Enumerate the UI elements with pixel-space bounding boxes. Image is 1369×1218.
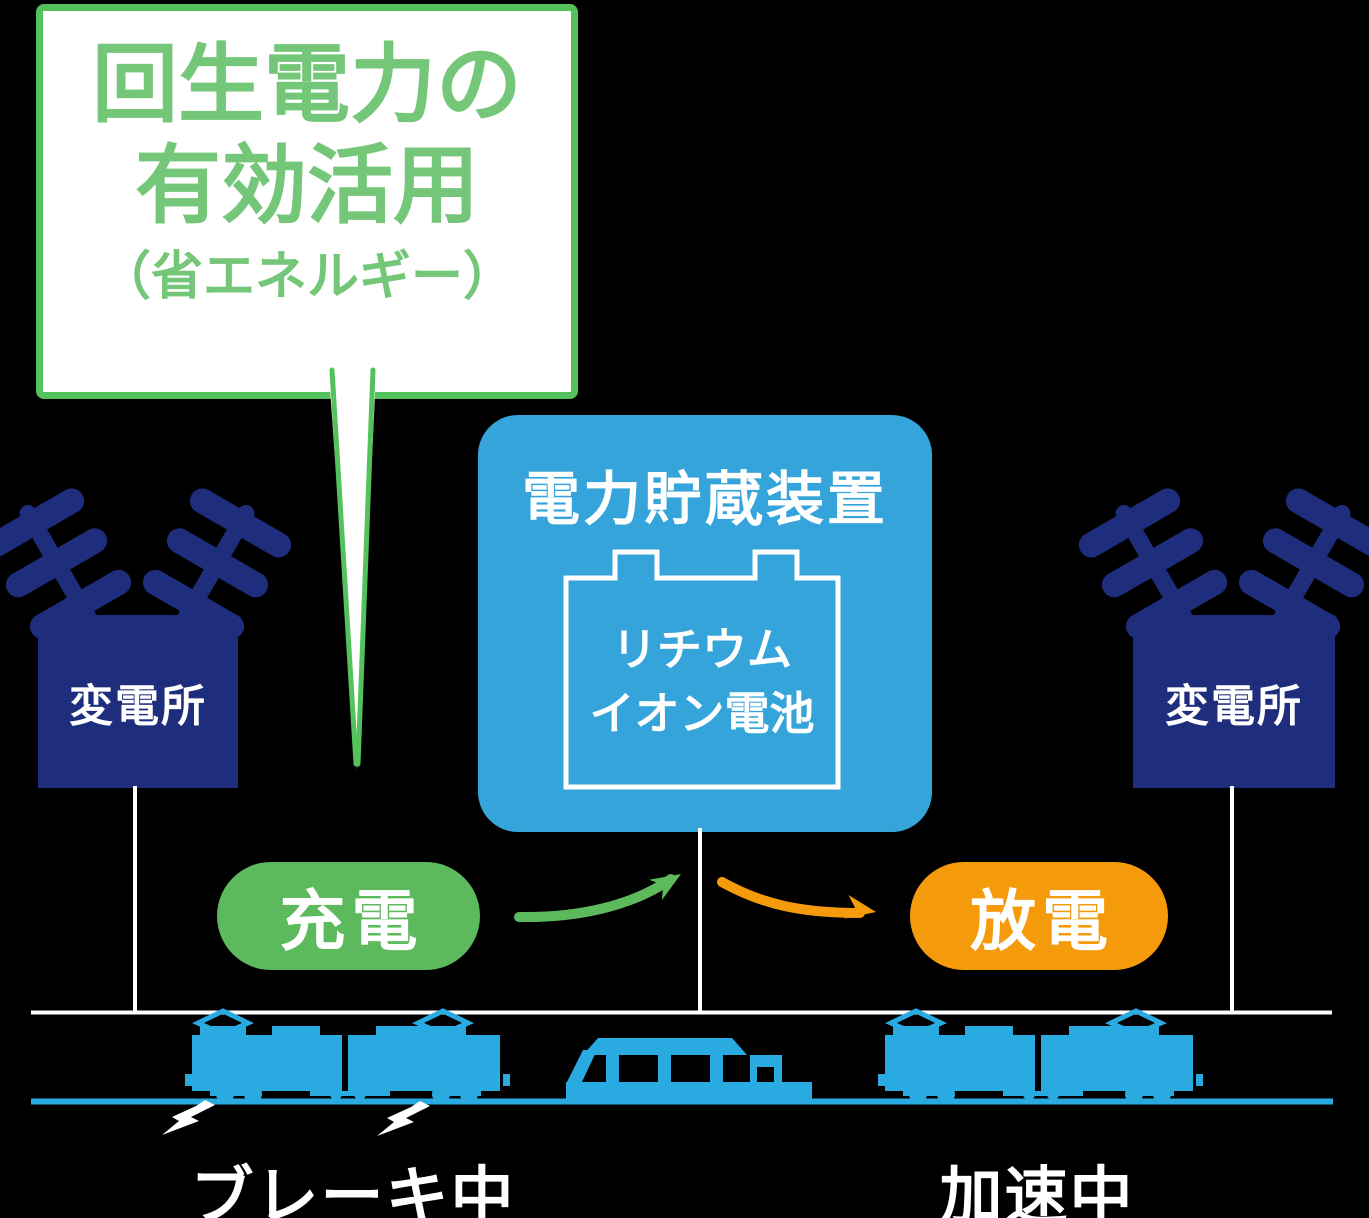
callout-line-2: 有効活用 — [135, 138, 479, 234]
substation-left-label: 変電所 — [69, 681, 207, 731]
discharge-label: 放電 — [970, 884, 1114, 958]
discharge-arrow-icon — [717, 877, 876, 919]
train-accelerating — [878, 1011, 1203, 1103]
brake-spark-icons — [162, 1100, 430, 1136]
power-storage-title: 電力貯蔵装置 — [521, 467, 888, 532]
substation-left: 変電所 — [38, 615, 238, 788]
tram-silhouette — [566, 1038, 812, 1103]
battery-label-line-2: イオン電池 — [589, 688, 815, 739]
discharge-badge: 放電 — [910, 862, 1168, 970]
caption-braking: ブレーキ中 — [190, 1162, 516, 1218]
charge-arrow-icon — [514, 874, 681, 923]
substation-right: 変電所 — [1133, 615, 1335, 788]
battery-label: リチウム イオン電池 — [566, 618, 838, 746]
charge-badge: 充電 — [217, 862, 480, 970]
caption-accelerating: 加速中 — [939, 1162, 1135, 1218]
callout-line-3: （省エネルギー） — [98, 249, 515, 306]
callout-tail — [329, 360, 376, 770]
train-braking — [185, 1011, 510, 1103]
substation-right-label: 変電所 — [1165, 681, 1303, 731]
regen-power-callout: 回生電力の 有効活用 （省エネルギー） — [36, 4, 578, 399]
charge-label: 充電 — [279, 884, 424, 958]
battery-label-line-1: リチウム — [611, 624, 792, 675]
callout-line-1: 回生電力の — [92, 37, 522, 133]
